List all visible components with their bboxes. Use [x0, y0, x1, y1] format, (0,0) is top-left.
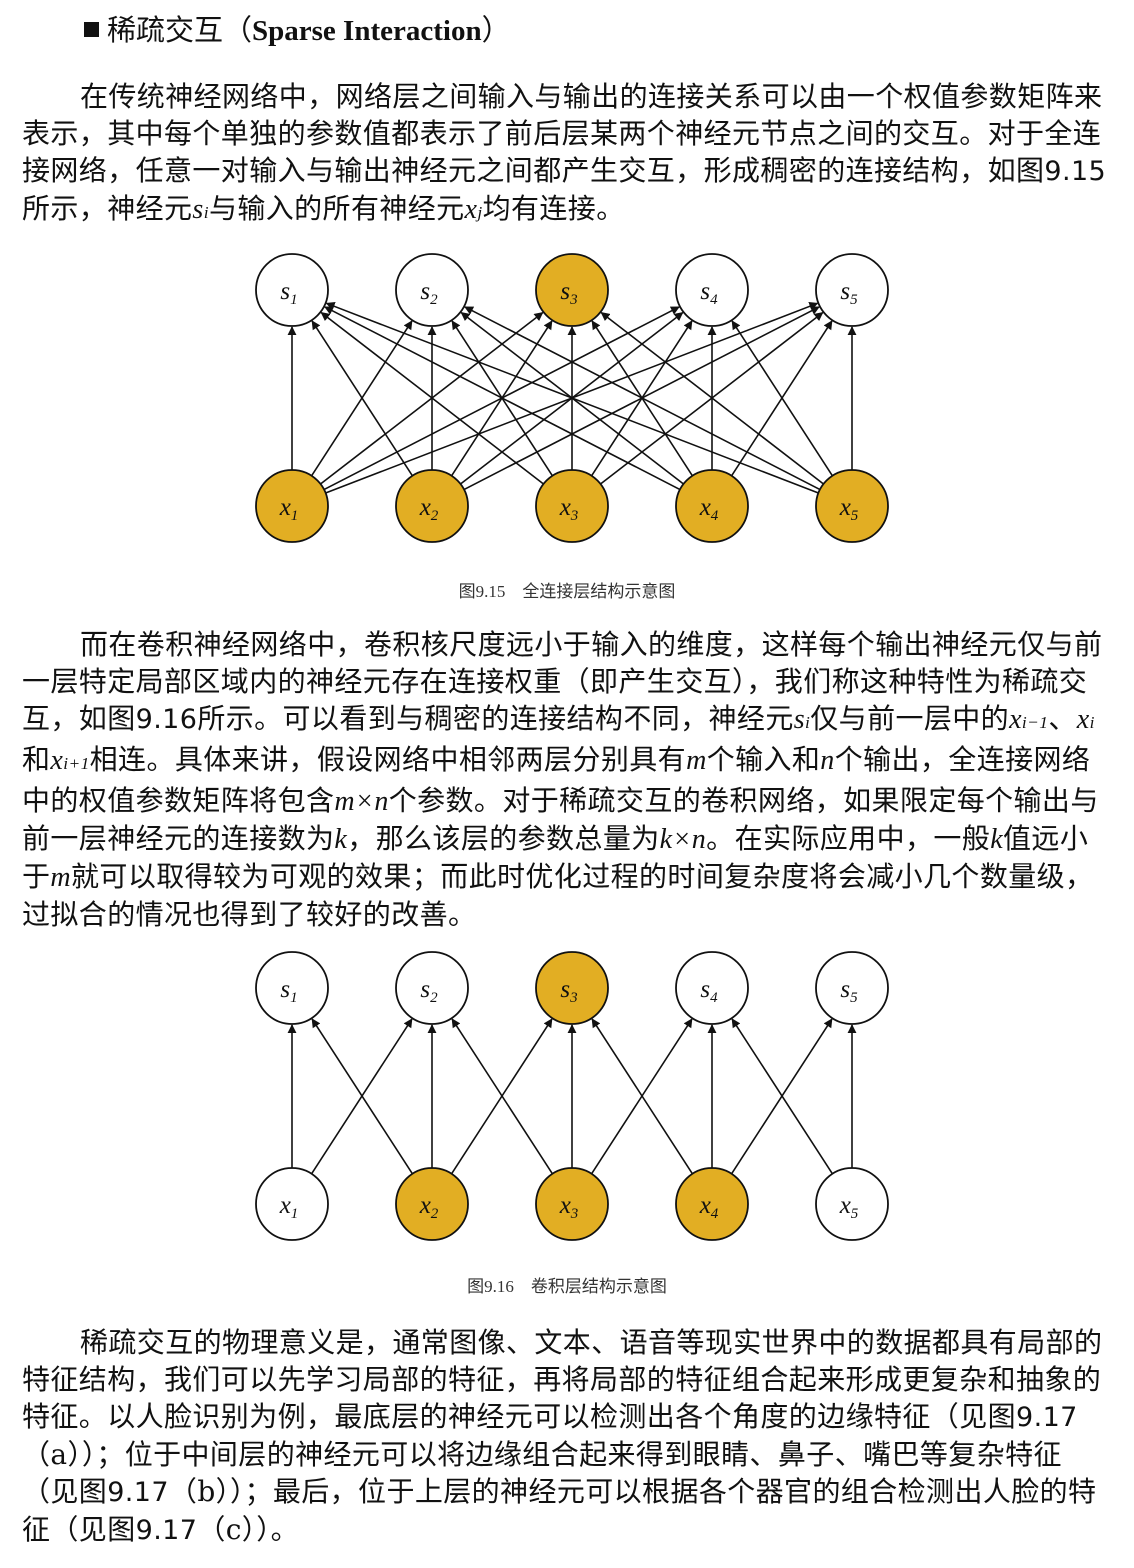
output-node-5: s5 — [815, 253, 889, 327]
connection-edge — [591, 1018, 694, 1175]
input-node-2: x2 — [395, 1167, 469, 1241]
input-node-4: x4 — [675, 1167, 749, 1241]
input-node-1: x1 — [255, 469, 329, 543]
output-node-3: s3 — [535, 253, 609, 327]
input-node-2: x2 — [395, 469, 469, 543]
output-node-1: s1 — [255, 253, 329, 327]
paragraph-sparse-interaction: 而在卷积神经网络中，卷积核尺度远小于输入的维度，这样每个输出神经元仅与前一层特定… — [22, 628, 1103, 931]
connection-edge — [451, 1018, 554, 1175]
connection-edge — [324, 306, 681, 491]
input-node-3: x3 — [535, 1167, 609, 1241]
square-bullet-icon — [84, 22, 99, 37]
input-node-5: x5 — [815, 469, 889, 543]
output-node-4: s4 — [675, 253, 749, 327]
output-node-3: s3 — [535, 951, 609, 1025]
connection-edge — [600, 311, 824, 485]
fully-connected-diagram: s1 s2 s3 s4 s5 x1 x2 x3 x4 x5 — [255, 253, 889, 543]
connection-edge — [311, 1018, 414, 1175]
connection-edge — [464, 306, 821, 491]
output-node-1: s1 — [255, 951, 329, 1025]
connection-edge — [731, 1018, 834, 1175]
output-node-4: s4 — [675, 951, 749, 1025]
connection-edge — [325, 302, 819, 494]
paragraph-physical-meaning: 稀疏交互的物理意义是，通常图像、文本、语音等现实世界中的数据都具有局部的特征结构… — [22, 1326, 1103, 1546]
figure-caption-9-16: 图9.16 卷积层结构示意图 — [467, 1277, 667, 1296]
connection-edge — [311, 320, 414, 477]
output-node-5: s5 — [815, 951, 889, 1025]
section-heading: 稀疏交互（Sparse Interaction） — [84, 10, 511, 51]
output-node-2: s2 — [395, 951, 469, 1025]
input-node-1: x1 — [255, 1167, 329, 1241]
connection-edge — [320, 311, 544, 485]
input-node-4: x4 — [675, 469, 749, 543]
convolution-diagram: s1 s2 s3 s4 s5 x1 x2 x3 x4 x5 — [255, 951, 889, 1241]
input-node-3: x3 — [535, 469, 609, 543]
figure-caption-9-15: 图9.15 全连接层结构示意图 — [458, 582, 676, 601]
paragraph-dense-connection: 在传统神经网络中，网络层之间输入与输出的连接关系可以由一个权值参数矩阵来表示，其… — [22, 80, 1107, 225]
input-node-5: x5 — [815, 1167, 889, 1241]
connection-edge — [731, 320, 834, 477]
output-node-2: s2 — [395, 253, 469, 327]
